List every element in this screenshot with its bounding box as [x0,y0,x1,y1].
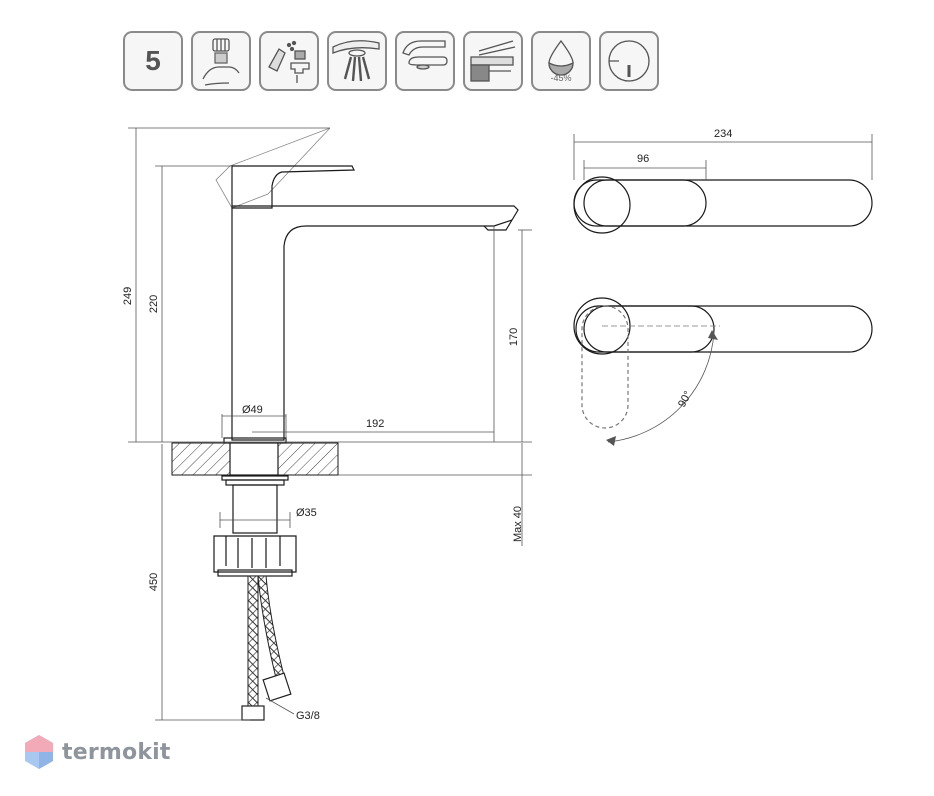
feature-icon-row: 5 [123,31,659,91]
watermark-logo: termokit [24,732,171,772]
mounting-nut [213,535,297,573]
shank [232,484,278,534]
cold-start-icon [599,31,659,91]
dim-max-counter: Max 40 [512,506,524,542]
washer-2 [225,479,285,486]
dim-spout-reach: 192 [366,418,384,430]
side-view [215,127,519,444]
dim-top-total-length: 234 [714,128,732,140]
dim-body-height: 220 [148,295,160,313]
shank-through-counter [229,442,279,476]
countertop [171,442,339,476]
dim-top-lever-length: 96 [637,153,649,165]
hose-left [247,575,259,707]
dim-spout-height: 170 [508,328,520,346]
top-view-closed [573,176,873,234]
mounting-parts [213,475,297,577]
raised-lever-outline [215,127,331,209]
water-saving-icon: -45% [531,31,591,91]
nut-bottom [217,569,293,577]
eco-aerator-icon [395,31,455,91]
logo-hexagon-icon [25,735,53,769]
rotated-lever-dashed [581,305,629,429]
lever [231,165,355,209]
hose-right-nut [262,672,292,702]
rotation-arc [607,331,715,443]
dim-base-diameter: Ø49 [242,404,263,416]
dim-total-height: 249 [122,287,134,305]
countertop-left [171,442,231,476]
hoses [241,575,292,721]
aerator [483,219,513,231]
top-view-rotation [573,297,873,446]
dim-shank-diameter: Ø35 [296,507,317,519]
warranty-icon: 5 [123,31,183,91]
spray-aerator-icon [327,31,387,91]
washer [221,475,289,481]
top-dimensions [573,134,873,180]
aerator-cleaning-icon [191,31,251,91]
hose-left-nut [241,705,265,721]
dim-rotation-angle: 90° [676,389,694,409]
watermark-brand: termokit [62,739,171,765]
lever-cartridge-icon [463,31,523,91]
nut-ribs [225,536,281,568]
warranty-years: 5 [145,45,161,76]
side-dimensions [128,127,532,721]
dim-hose-length: 450 [148,573,160,591]
dim-hose-connection: G3/8 [296,710,320,722]
faucet-body [231,205,519,441]
water-saving-label: -45% [550,73,572,83]
cleaning-spray-icon [259,31,319,91]
hose-right [257,575,285,679]
countertop-right [277,442,339,476]
